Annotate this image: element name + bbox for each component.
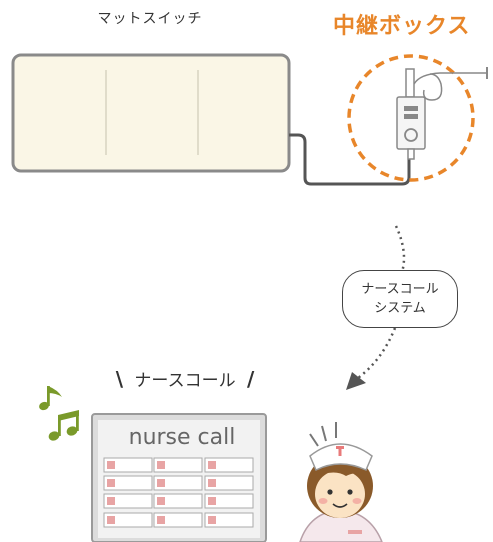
call-panel-indicator — [208, 461, 216, 469]
call-panel-indicator — [107, 497, 115, 505]
callout-slash-right: / — [246, 367, 255, 391]
call-panel-indicator — [208, 497, 216, 505]
bubble-line-2: システム — [374, 301, 426, 316]
mat-switch-icon — [11, 53, 291, 173]
call-panel-indicator — [157, 461, 165, 469]
nurse-icon — [299, 422, 383, 542]
call-panel-slot — [204, 457, 254, 473]
call-panel-slot — [153, 457, 203, 473]
relay-box-label: 中継ボックス — [333, 14, 471, 39]
call-panel-title: nurse call — [128, 425, 236, 450]
nurse-call-callout: \ ナースコール / — [100, 366, 270, 391]
call-panel-indicator — [157, 479, 165, 487]
call-panel-slot — [103, 457, 153, 473]
relay-box-highlight — [347, 54, 475, 182]
call-panel-indicator — [157, 516, 165, 524]
call-panel-indicator — [107, 516, 115, 524]
call-panel-slot — [153, 493, 203, 509]
music-notes-icon — [39, 386, 79, 441]
mat-switch-label: マットスイッチ — [97, 11, 203, 27]
bubble-line-1: ナースコール — [361, 282, 439, 297]
call-panel-indicator — [208, 516, 216, 524]
call-panel-indicator — [107, 479, 115, 487]
callout-text: ナースコール — [134, 371, 236, 391]
call-panel-slot — [204, 512, 254, 528]
signal-arrowhead — [346, 372, 366, 390]
call-panel-slot — [153, 512, 203, 528]
signal-arrow-top — [394, 225, 406, 273]
signal-arrow-bottom — [357, 327, 397, 379]
relay-box-icon — [396, 67, 488, 160]
call-panel-slot — [153, 475, 203, 491]
call-panel-indicator — [208, 479, 216, 487]
call-panel-indicator — [107, 461, 115, 469]
call-panel-grid — [103, 457, 254, 528]
call-panel-slot — [204, 493, 254, 509]
nurse-call-system-bubble: ナースコール システム — [342, 270, 458, 328]
mat-cable — [289, 133, 411, 186]
call-panel-slot — [103, 512, 153, 528]
call-panel-slot — [103, 493, 153, 509]
call-panel-slot — [103, 475, 153, 491]
callout-slash-left: \ — [115, 367, 124, 391]
call-panel-indicator — [157, 497, 165, 505]
call-panel-slot — [204, 475, 254, 491]
